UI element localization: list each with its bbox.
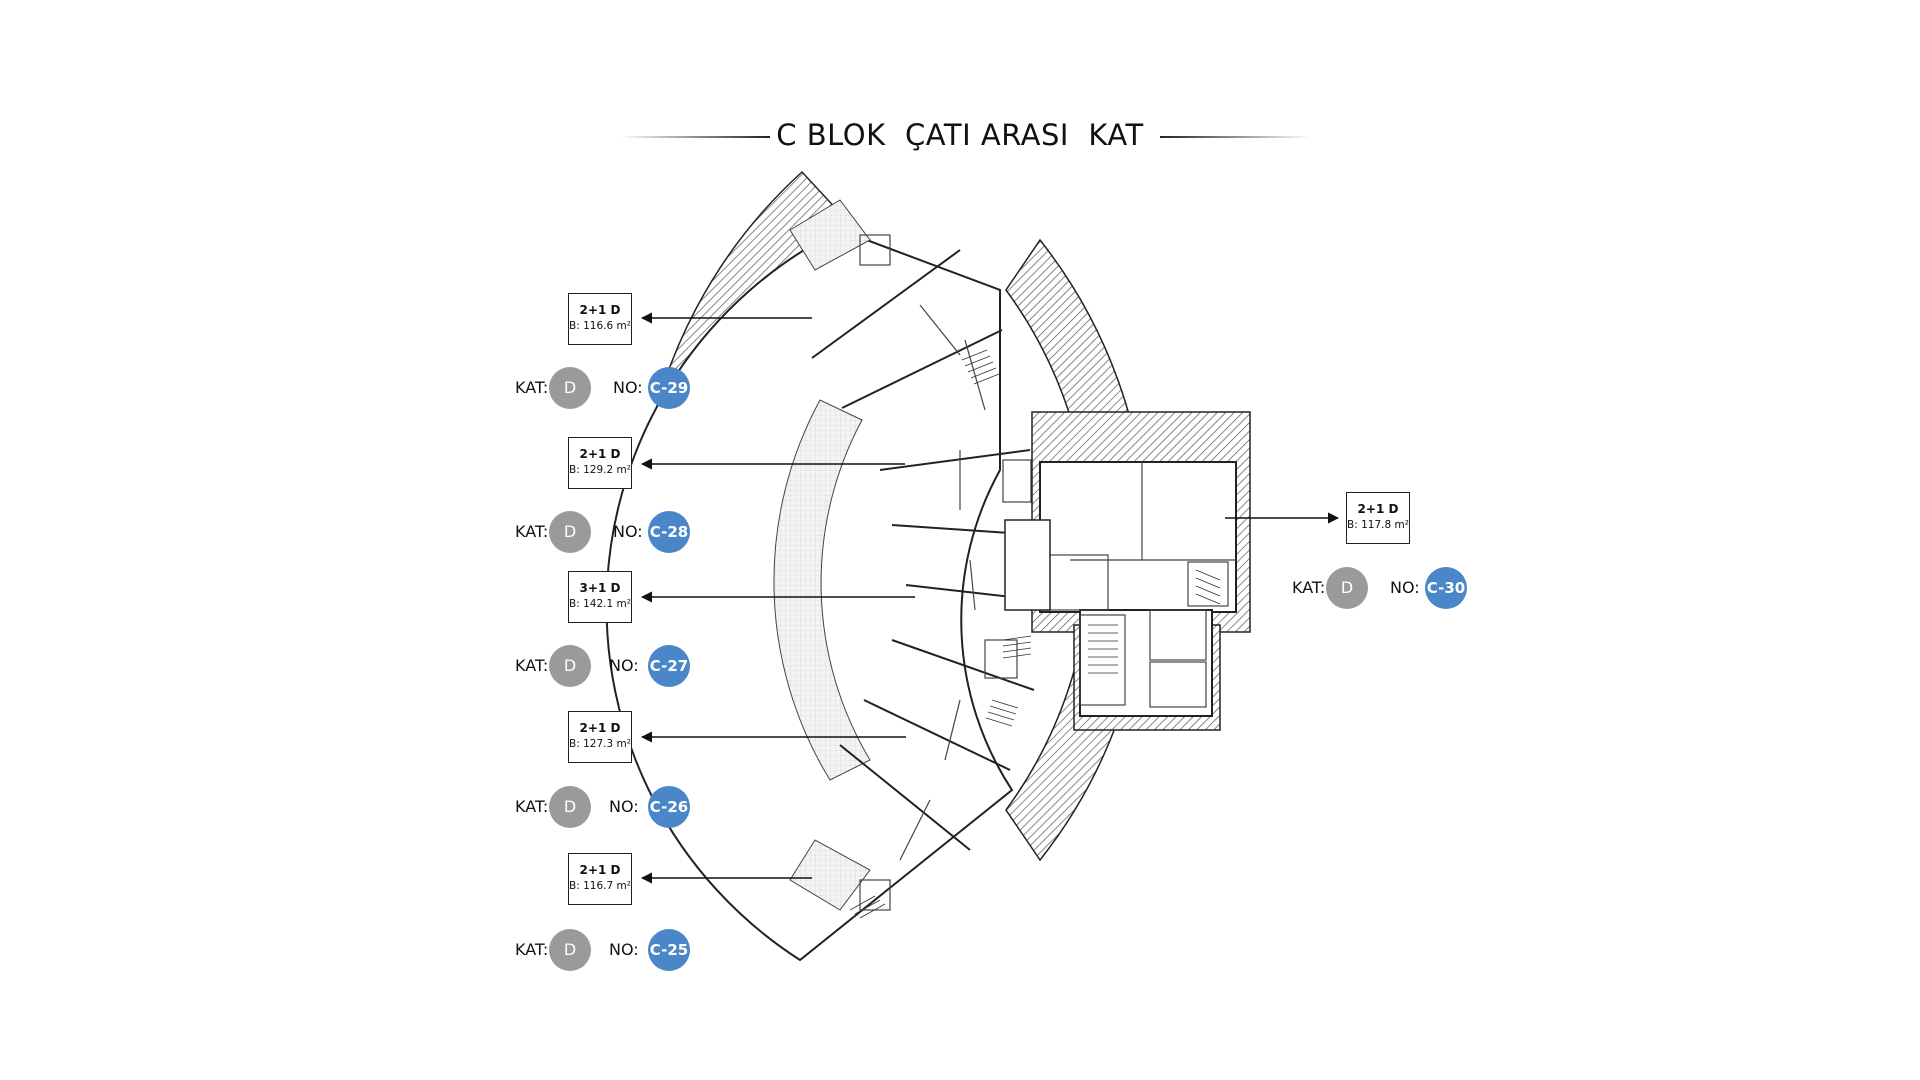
unit-number-badge: C-25 [648,929,690,971]
terrace-strip [773,399,871,781]
unit-number-badge: C-30 [1425,567,1467,609]
kat-label: KAT: [1292,578,1326,597]
terrace-strip [789,839,871,911]
unit-type: 3+1 D [579,581,621,595]
unit-info-box: 2+1 D B: 129.2 m² [568,437,632,489]
no-label: NO: [613,378,643,397]
unit-info-box: 3+1 D B: 142.1 m² [568,571,632,623]
unit-number-badge: C-26 [648,786,690,828]
kat-label: KAT: [515,940,549,959]
unit-type: 2+1 D [579,863,621,877]
terrace-strip [789,199,871,271]
unit-area: B: 127.3 m² [569,738,631,750]
title-rule-left [620,136,770,138]
leader-arrows [640,312,1340,884]
no-label: NO: [609,656,639,675]
core-block [1039,461,1237,613]
core-block [1079,609,1213,717]
floor-badge: D [549,786,591,828]
unit-info-box: 2+1 D B: 116.7 m² [568,853,632,905]
no-label: NO: [1390,578,1420,597]
unit-area: B: 129.2 m² [569,464,631,476]
unit-area: B: 116.6 m² [569,320,631,332]
unit-info-box: 2+1 D B: 117.8 m² [1346,492,1410,544]
unit-type: 2+1 D [579,303,621,317]
floor-badge: D [549,367,591,409]
unit-type: 2+1 D [579,447,621,461]
unit-info-box: 2+1 D B: 116.6 m² [568,293,632,345]
floor-badge: D [1326,567,1368,609]
unit-area: B: 116.7 m² [569,880,631,892]
kat-label: KAT: [515,797,549,816]
page-title: C BLOK ÇATI ARASI KAT [776,118,1144,152]
unit-area: B: 142.1 m² [569,598,631,610]
unit-type: 2+1 D [579,721,621,735]
no-label: NO: [609,797,639,816]
floor-badge: D [549,929,591,971]
kat-label: KAT: [515,378,549,397]
kat-label: KAT: [515,522,549,541]
no-label: NO: [613,522,643,541]
title-rule-right [1160,136,1310,138]
unit-number-badge: C-27 [648,645,690,687]
floor-badge: D [549,645,591,687]
unit-type: 2+1 D [1357,502,1399,516]
floor-badge: D [549,511,591,553]
unit-info-box: 2+1 D B: 127.3 m² [568,711,632,763]
unit-number-badge: C-28 [648,511,690,553]
unit-number-badge: C-29 [648,367,690,409]
kat-label: KAT: [515,656,549,675]
no-label: NO: [609,940,639,959]
connector [1004,519,1051,611]
unit-area: B: 117.8 m² [1347,519,1409,531]
